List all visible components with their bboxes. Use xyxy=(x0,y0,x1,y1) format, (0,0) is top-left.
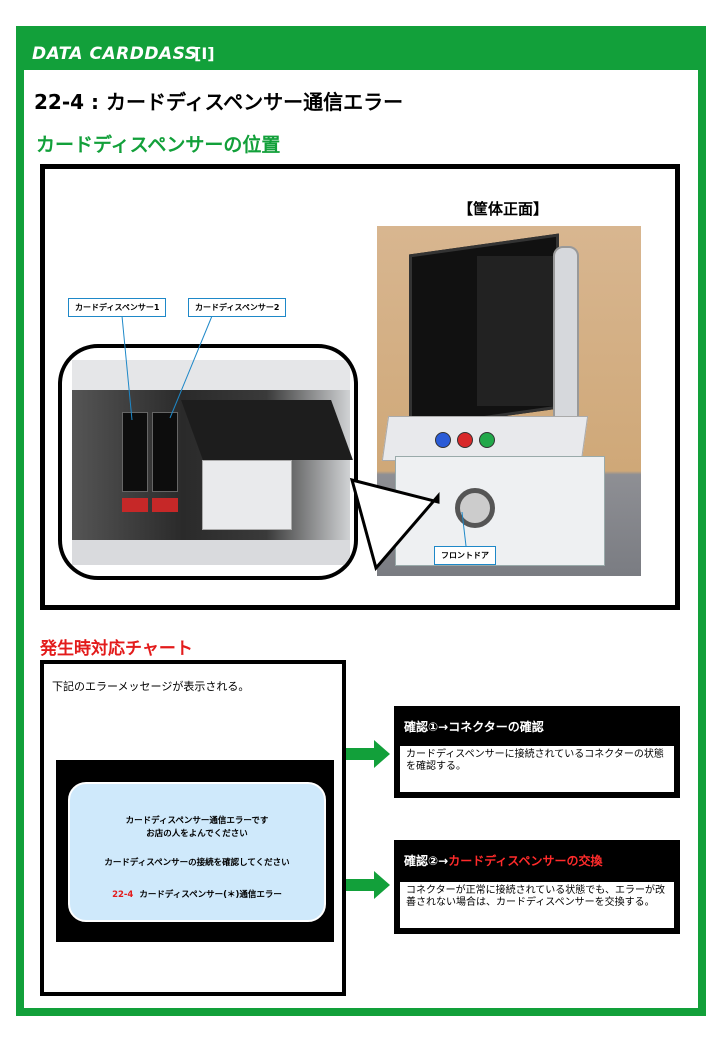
dispenser-1-tag xyxy=(122,498,148,512)
dispenser-inset xyxy=(58,344,358,580)
check-step-2: 確認②→カードディスペンサーの交換 コネクターが正常に接続されている状態でも、エ… xyxy=(394,840,680,934)
error-dialog: カードディスペンサー通信エラーです お店の人をよんでください カードディスペンサ… xyxy=(68,782,326,922)
brand-tag: [I] xyxy=(194,44,215,63)
arrow-right-icon xyxy=(346,740,390,768)
cabinet-logo-icon xyxy=(455,488,495,528)
cabinet-body xyxy=(395,456,605,566)
cabinet-lid-inner xyxy=(477,256,562,406)
error-message-line4: 22-4 カードディスペンサー(＊)通信エラー xyxy=(70,888,324,900)
check-step-1-title: 確認①→コネクターの確認 xyxy=(404,720,544,734)
check-step-2-highlight: カードディスペンサーの交換 xyxy=(448,854,603,868)
location-section-title: カードディスペンサーの位置 xyxy=(36,134,281,156)
cabinet-arm xyxy=(553,246,579,446)
blue-button-icon xyxy=(435,432,451,448)
red-button-icon xyxy=(457,432,473,448)
dispenser-inset-photo xyxy=(72,360,353,565)
callout-dispenser-2: カードディスペンサー2 xyxy=(188,298,287,317)
check-step-2-title: 確認②→カードディスペンサーの交換 xyxy=(404,852,603,869)
dispenser-2-tag xyxy=(152,498,178,512)
check-step-2-body: コネクターが正常に接続されている状態でも、エラーが改善されない場合は、カードディ… xyxy=(400,882,674,928)
chart-intro-text: 下記のエラーメッセージが表示される。 xyxy=(52,680,250,693)
error-message-line3: カードディスペンサーの接続を確認してください xyxy=(104,858,290,868)
chart-section-title: 発生時対応チャート xyxy=(40,639,193,659)
cabinet-photo xyxy=(377,226,641,576)
error-message-line1: カードディスペンサー通信エラーです xyxy=(125,816,269,826)
error-message-line2: お店の人をよんでください xyxy=(146,829,248,839)
cabinet-front-label: 【筐体正面】 xyxy=(458,200,549,218)
header-bar xyxy=(16,26,706,70)
callout-front-door: フロントドア xyxy=(434,546,496,565)
card-dispenser-2 xyxy=(152,412,178,492)
inset-bracket xyxy=(202,460,292,530)
error-code: 22-4 xyxy=(112,890,134,900)
brand-title: DATA CARDDASS xyxy=(32,44,198,64)
card-dispenser-1 xyxy=(122,412,148,492)
error-code-text: カードディスペンサー(＊)通信エラー xyxy=(139,890,282,900)
check-step-1-body: カードディスペンサーに接続されているコネクターの状態を確認する。 xyxy=(400,746,674,792)
arrow-right-icon xyxy=(346,871,390,899)
page-title: 22-4 : カードディスペンサー通信エラー xyxy=(34,90,404,114)
check-step-1: 確認①→コネクターの確認 カードディスペンサーに接続されているコネクターの状態を… xyxy=(394,706,680,798)
check-step-2-prefix: 確認②→ xyxy=(404,854,449,868)
inset-floor xyxy=(72,540,350,565)
callout-dispenser-1: カードディスペンサー1 xyxy=(68,298,167,317)
green-button-icon xyxy=(479,432,495,448)
